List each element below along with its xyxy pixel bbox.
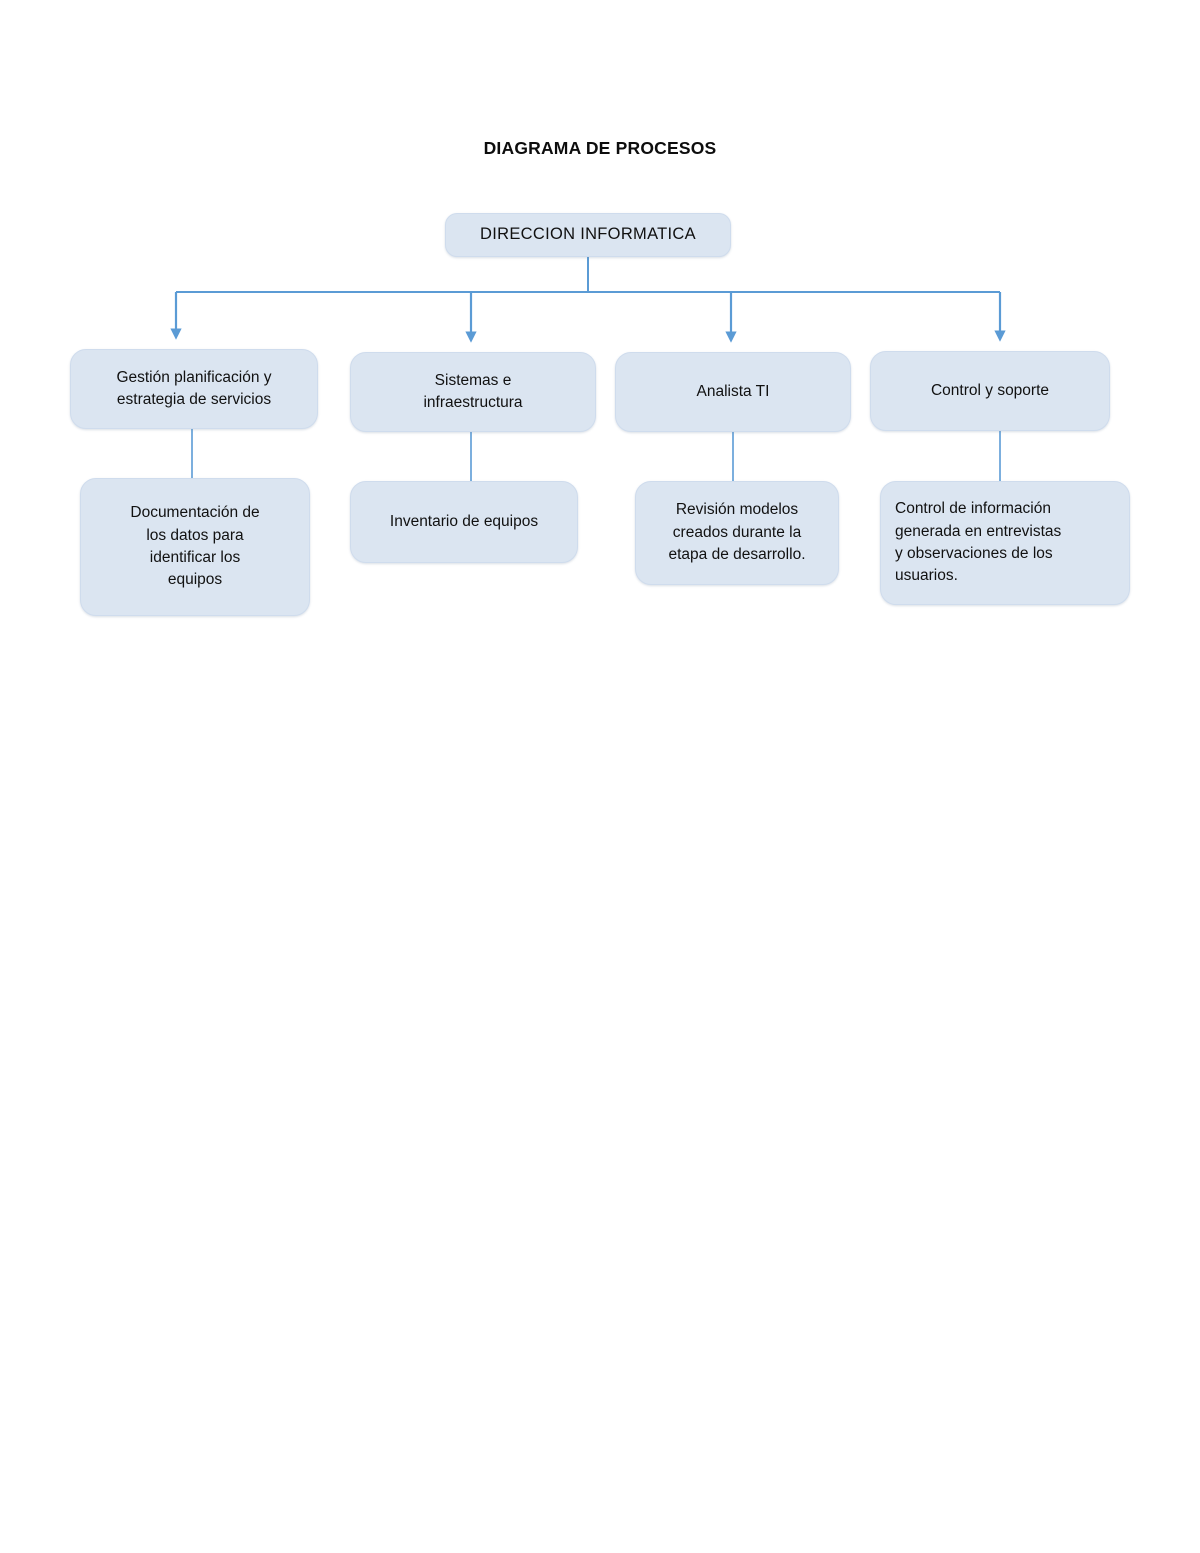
node-label: Revisión modelos creados durante la etap…: [668, 501, 806, 564]
node-label: Control de información generada en entre…: [895, 500, 1062, 585]
node-label: Documentación de los datos para identifi…: [130, 504, 260, 589]
node-direccion-informatica[interactable]: DIRECCION INFORMATICA: [445, 213, 731, 257]
node-label: DIRECCION INFORMATICA: [480, 225, 696, 244]
node-documentacion-datos[interactable]: Documentación de los datos para identifi…: [80, 478, 310, 616]
node-inventario-equipos[interactable]: Inventario de equipos: [350, 481, 578, 563]
page-title: DIAGRAMA DE PROCESOS: [483, 138, 717, 158]
node-control-y-soporte[interactable]: Control y soporte: [870, 351, 1110, 431]
node-label: Sistemas e infraestructura: [423, 371, 523, 411]
node-label: Analista TI: [696, 382, 770, 400]
node-label: Gestión planificación y estrategia de se…: [116, 368, 272, 408]
node-revision-modelos[interactable]: Revisión modelos creados durante la etap…: [635, 481, 839, 585]
node-analista-ti[interactable]: Analista TI: [615, 352, 851, 432]
node-gestion-planificacion[interactable]: Gestión planificación y estrategia de se…: [70, 349, 318, 429]
node-control-informacion[interactable]: Control de información generada en entre…: [880, 481, 1130, 605]
node-label: Inventario de equipos: [389, 512, 539, 530]
node-sistemas-infraestructura[interactable]: Sistemas e infraestructura: [350, 352, 596, 432]
node-label: Control y soporte: [930, 381, 1050, 399]
